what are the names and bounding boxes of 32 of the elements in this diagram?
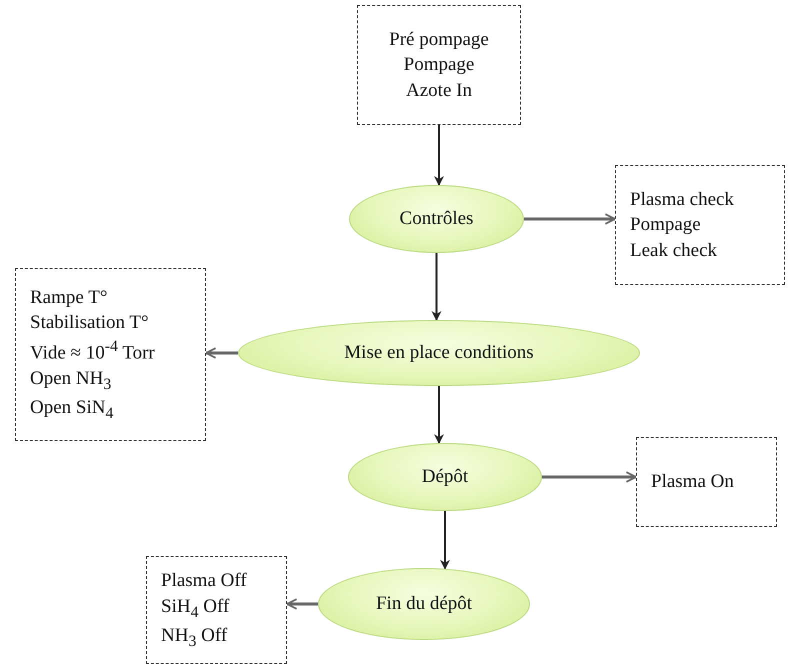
note-box [615,165,785,285]
note-text: SiH$_{4}$ Off [161,594,230,622]
note-box [146,556,287,664]
note-text: Rampe T° [30,286,108,310]
note-text: Plasma On [651,470,734,494]
step-label: Fin du dépôt [376,592,472,616]
note-box [357,5,521,125]
note-text: Pompage [404,53,474,78]
note-text: Pré pompage [389,28,489,52]
arrow [434,386,444,444]
arrow [542,471,637,483]
note-text: Stabilisation T° [30,311,149,336]
note-text: Azote In [406,78,472,103]
note-text: Plasma Off [161,569,247,594]
step-label: Dépôt [422,465,468,490]
arrow [524,213,616,225]
note-text: Open SiN$_{4}$ [30,396,114,424]
note-text: Vide ≈ 10$^{-4}$ Torr [30,337,155,366]
note-box [636,437,777,527]
arrow [434,125,444,186]
note-text: Plasma check [630,188,734,212]
note-box [15,268,206,441]
note-text: Pompage [630,213,701,238]
arrow [440,511,450,570]
note-text: NH$_{3}$ Off [161,624,228,652]
step-label: Contrôles [400,207,474,232]
arrow [205,347,238,359]
arrow [286,598,318,610]
note-text: Open NH$_{3}$ [30,366,112,395]
arrow [432,253,442,321]
step-label: Mise en place conditions [344,341,534,366]
note-text: Leak check [630,238,718,263]
